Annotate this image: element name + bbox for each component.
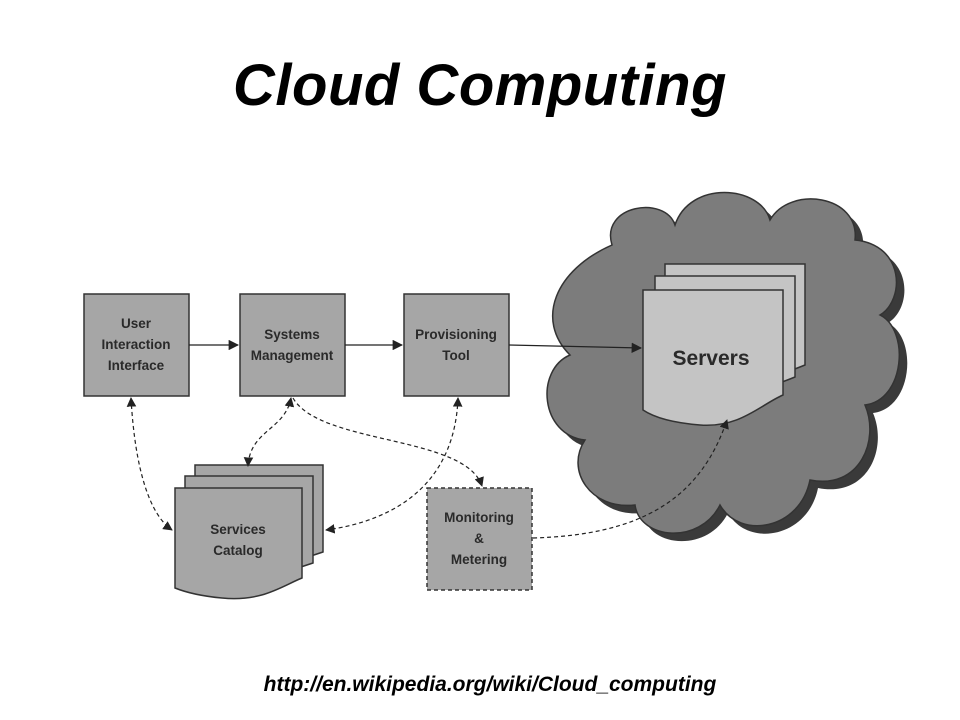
- servers-stack: Servers: [642, 263, 806, 426]
- monitoring-line-1: Monitoring: [444, 510, 514, 525]
- source-url[interactable]: http://en.wikipedia.org/wiki/Cloud_compu…: [263, 673, 717, 696]
- dashed-arrow-systems-monitoring: [292, 397, 484, 487]
- servers-label: Servers: [672, 347, 749, 370]
- provisioning-tool-line-1: Provisioning: [415, 327, 497, 342]
- services-catalog-line-2: Catalog: [213, 543, 263, 558]
- page-title: Cloud Computing: [233, 53, 727, 118]
- dashed-arrow-provisioning-catalog: [325, 397, 463, 534]
- systems-management-line-2: Management: [251, 348, 334, 363]
- user-interface-line-2: Interaction: [101, 337, 170, 352]
- user-interface-line-3: Interface: [108, 358, 165, 373]
- services-catalog-line-1: Services: [210, 522, 266, 537]
- monitoring-line-2: &: [474, 531, 484, 546]
- systems-management-box: Systems Management: [239, 293, 346, 397]
- monitoring-line-3: Metering: [451, 552, 507, 567]
- provisioning-tool-line-2: Tool: [442, 348, 470, 363]
- user-interaction-interface-box: User Interaction Interface: [83, 293, 190, 397]
- user-interface-line-1: User: [121, 316, 152, 331]
- systems-management-line-1: Systems: [264, 327, 320, 342]
- dashed-arrow-monitoring-servers: [532, 419, 729, 539]
- services-catalog-document: [174, 487, 303, 600]
- provisioning-tool-box: Provisioning Tool: [403, 293, 510, 397]
- services-catalog-stack: Services Catalog: [174, 464, 324, 600]
- arrow-provisioning-to-servers: [508, 342, 643, 353]
- dashed-arrow-ui-catalog: [126, 397, 173, 531]
- monitoring-metering-box: Monitoring & Metering: [426, 487, 533, 591]
- servers-document: [642, 289, 784, 426]
- dashed-arrow-systems-catalog: [243, 397, 295, 467]
